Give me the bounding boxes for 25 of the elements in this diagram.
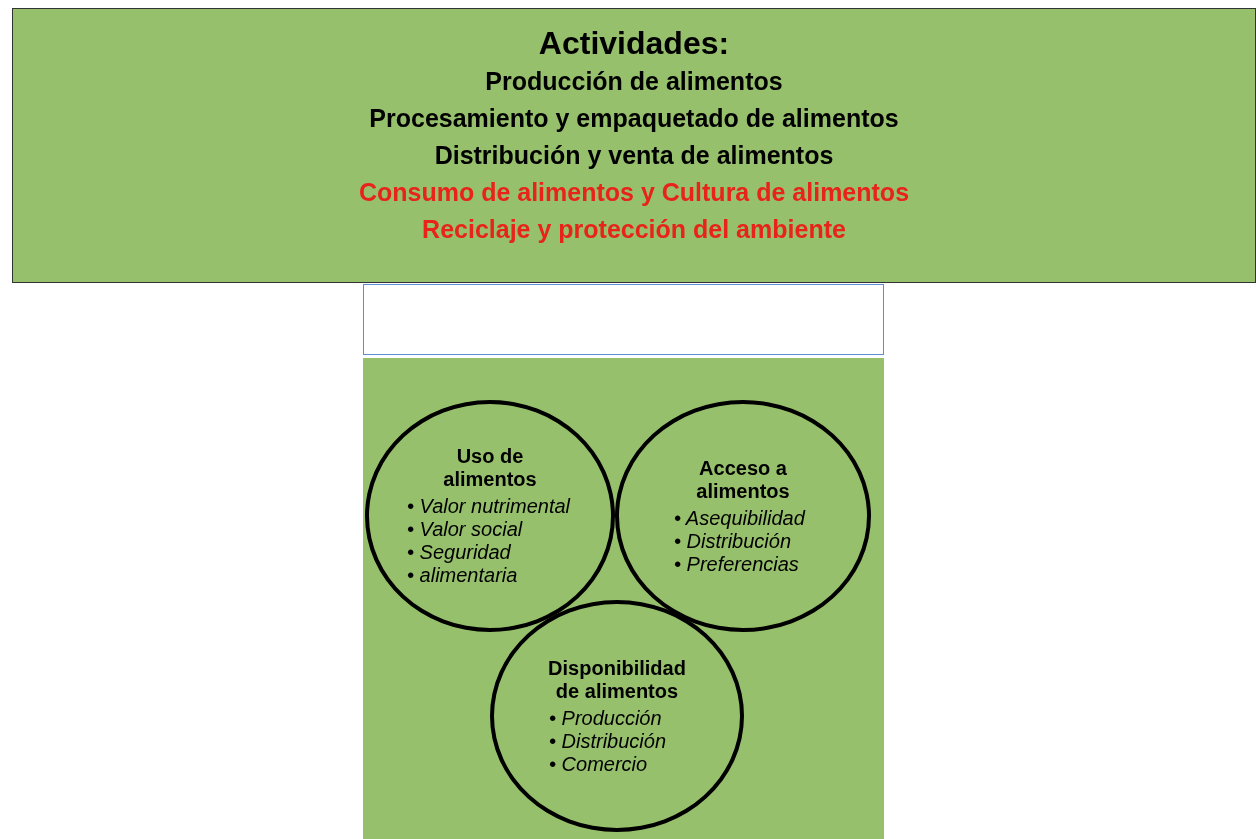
venn-circle <box>365 400 615 632</box>
activity-text: Consumo de alimentos y Cultura de alimentos <box>358 177 910 208</box>
activity-text: Reciclaje y protección del ambiente <box>422 214 846 245</box>
activity-text: Distribución y venta de alimentos <box>434 140 834 171</box>
list-item: • Seguridad <box>407 541 511 564</box>
list-item: • Producción <box>549 706 662 730</box>
blank-box <box>363 284 884 355</box>
venn-circle <box>615 400 871 632</box>
circle-heading: Disponibilidad de alimentos <box>547 656 687 703</box>
list-item: • Valor social <box>407 518 523 541</box>
activity-text: Procesamiento y empaquetado de alimentos <box>369 103 899 134</box>
list-item: • Comercio <box>549 752 648 776</box>
circle-heading: Acceso a alimentos <box>695 456 791 503</box>
list-item: • Asequibilidad <box>674 506 805 530</box>
activities-panel <box>12 8 1256 283</box>
list-item: • Preferencias <box>674 552 799 576</box>
list-item: • Valor nutrimental <box>407 495 570 518</box>
venn-circle <box>490 600 744 832</box>
panel-heading: Actividades: <box>538 24 730 63</box>
dimensions-panel <box>363 358 884 839</box>
list-item: • Distribución <box>674 529 792 553</box>
activity-text: Producción de alimentos <box>485 66 783 97</box>
list-item: • alimentaria <box>407 564 518 587</box>
circle-heading: Uso de alimentos <box>442 445 538 491</box>
list-item: • Distribución <box>549 729 667 753</box>
